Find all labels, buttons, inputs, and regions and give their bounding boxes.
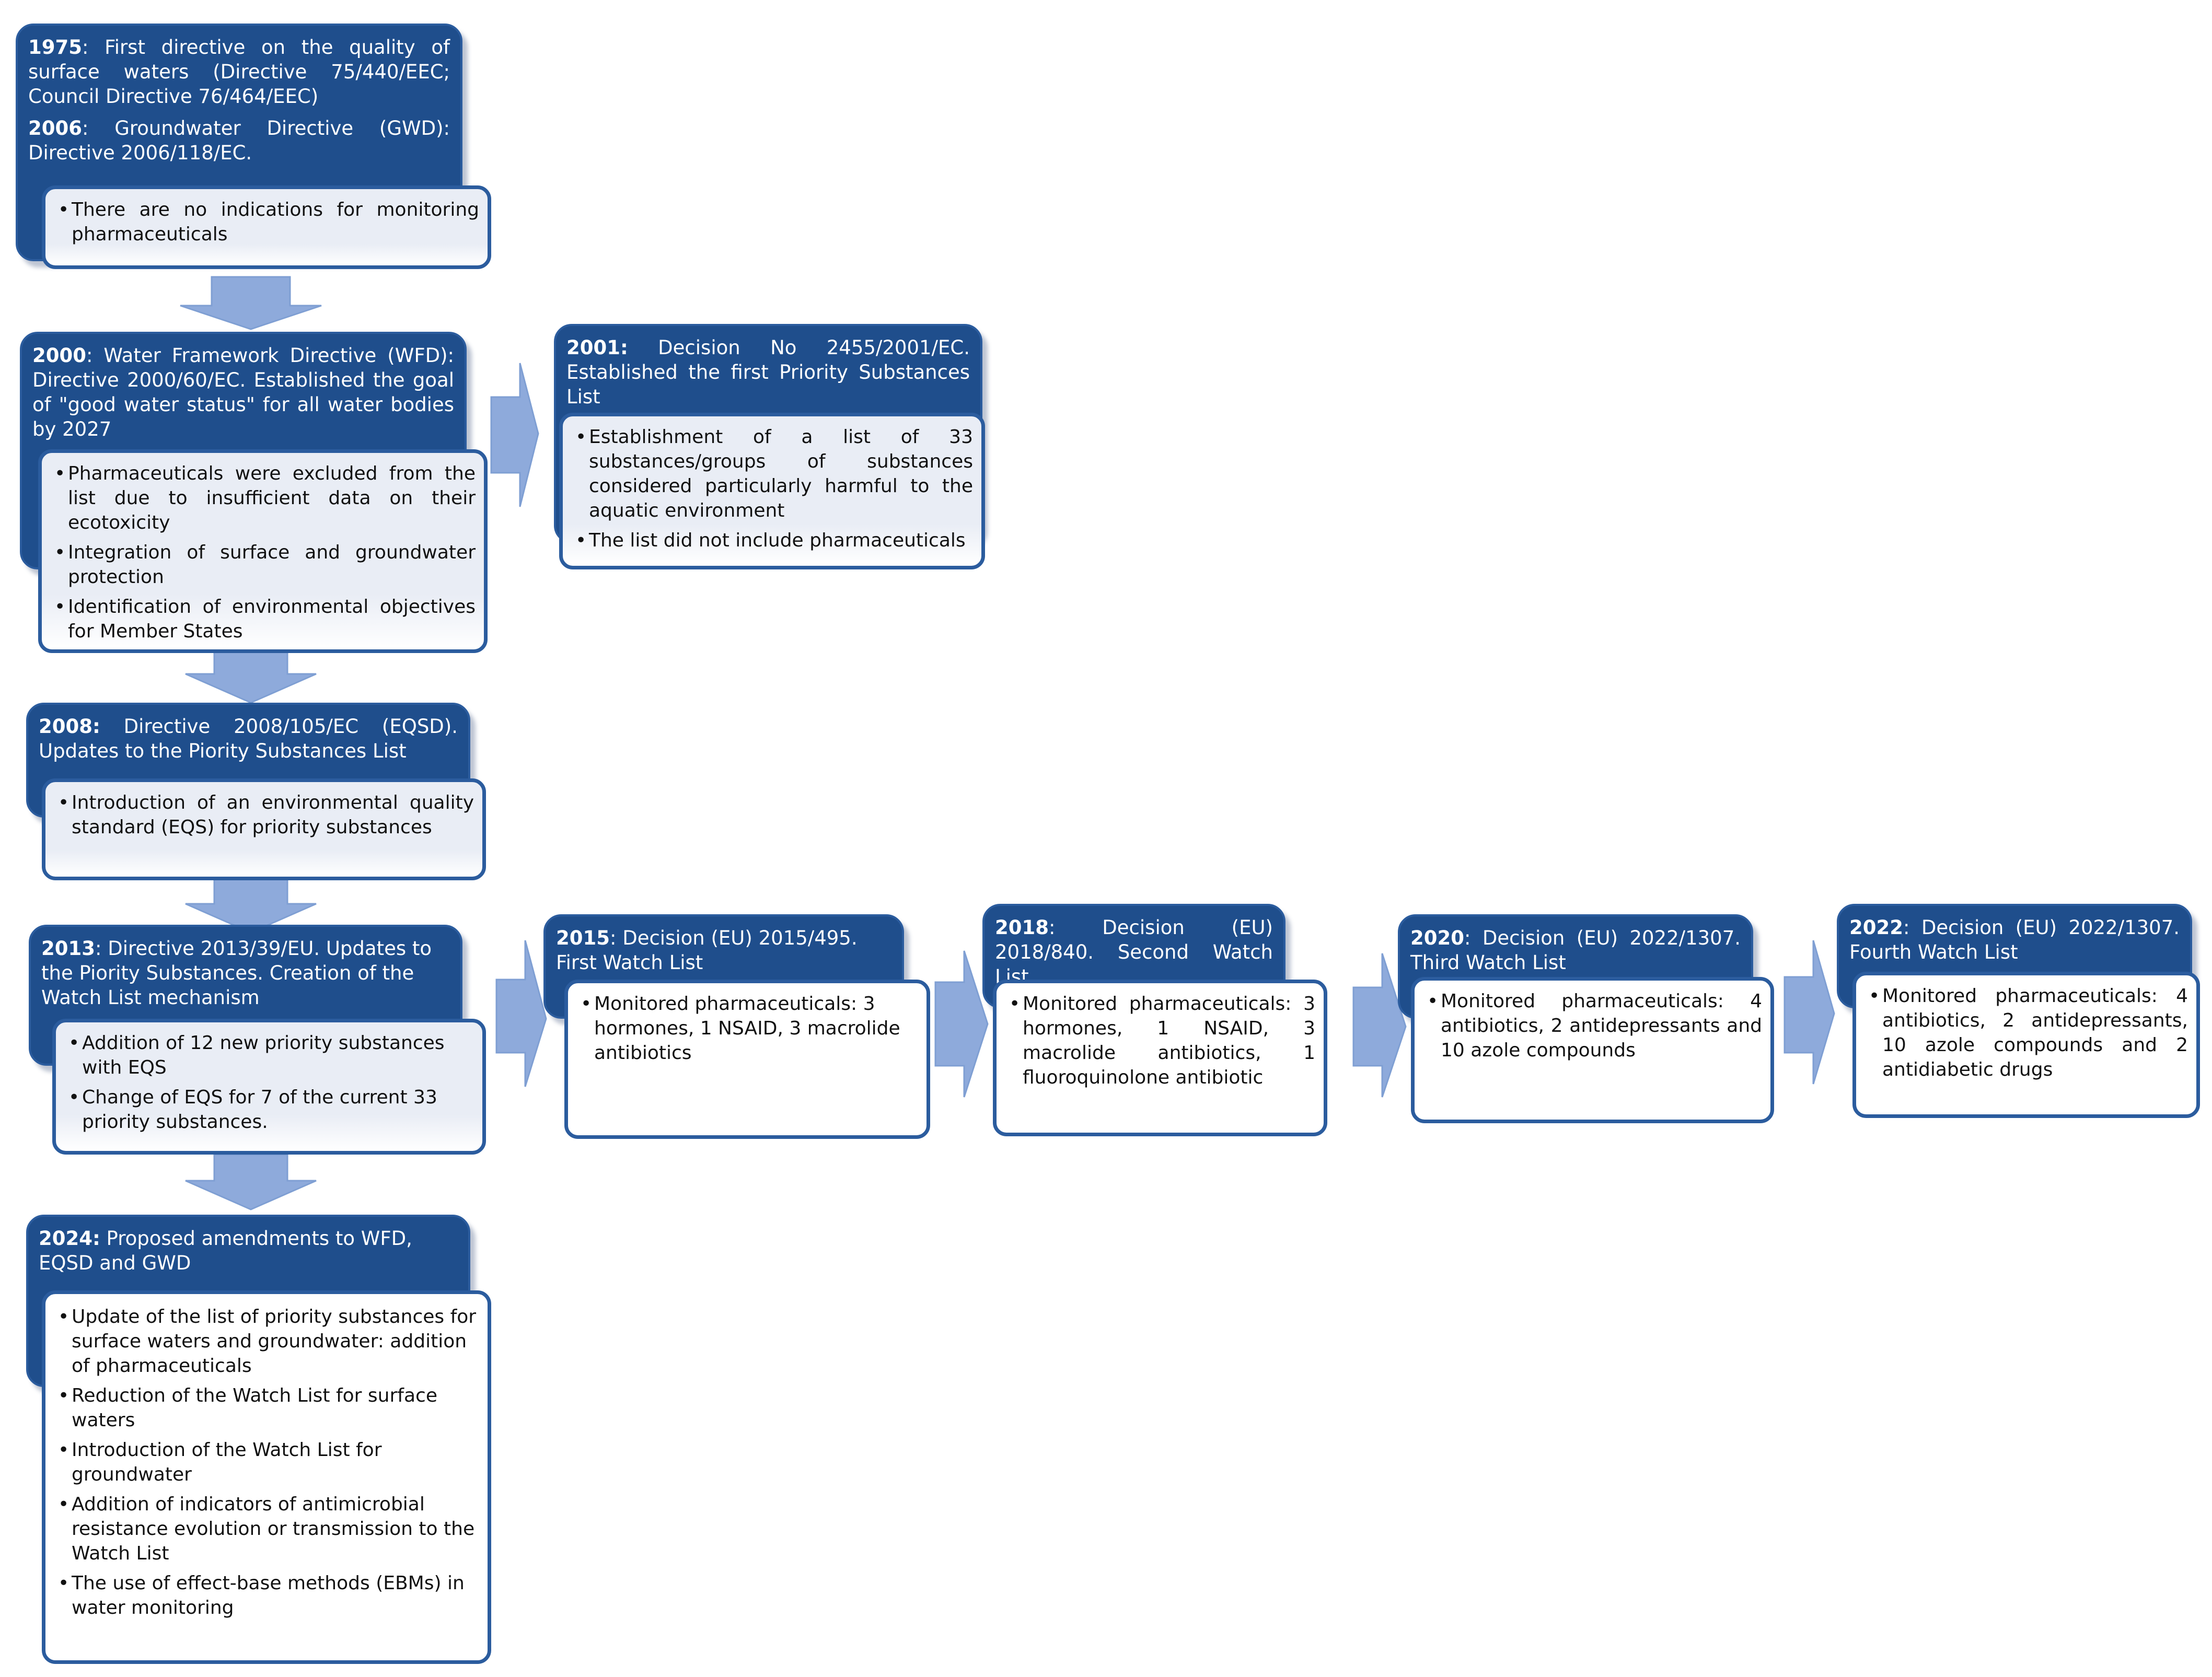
- node-2018-second-watch-list: 2018: Decision (EU) 2018/840. Second Wat…: [982, 904, 1327, 1136]
- right-arrow-5: [1784, 940, 1835, 1085]
- down-arrow-4: [185, 1154, 317, 1210]
- heading-2015: 2015: Decision (EU) 2015/495. First Watc…: [556, 927, 858, 974]
- down-arrow-2: [185, 647, 317, 704]
- right-arrow-2: [495, 940, 547, 1087]
- node-panel: Monitored pharmaceuticals: 3 hormones, 1…: [564, 980, 930, 1139]
- bullet-item: Identification of environmental objectiv…: [53, 595, 476, 644]
- right-arrow-1: [490, 363, 539, 507]
- node-panel: Monitored pharmaceuticals: 4 antibiotics…: [1852, 972, 2200, 1118]
- bullet-item: Monitored pharmaceuticals: 4 antibiotics…: [1426, 989, 1762, 1063]
- node-2022-fourth-watch-list: 2022: Decision (EU) 2022/1307. Fourth Wa…: [1837, 904, 2200, 1118]
- node-panel: Monitored pharmaceuticals: 4 antibiotics…: [1411, 977, 1774, 1123]
- bullet-item: Introduction of an environmental quality…: [57, 790, 474, 840]
- node-panel: Establishment of a list of 33 substances…: [559, 413, 985, 569]
- heading-1975: 1975: First directive on the quality of …: [28, 36, 450, 108]
- node-1975-2006: 1975: First directive on the quality of …: [16, 24, 491, 269]
- heading-2006: 2006: Groundwater Directive (GWD): Direc…: [28, 117, 450, 164]
- bullet-item: Monitored pharmaceuticals: 3 hormones, 1…: [1008, 992, 1315, 1090]
- node-2015-first-watch-list: 2015: Decision (EU) 2015/495. First Watc…: [543, 914, 930, 1139]
- bullet-item: Integration of surface and groundwater p…: [53, 540, 476, 589]
- bullet-item: Addition of 12 new priority substances w…: [67, 1031, 474, 1080]
- node-2024-amendments: 2024: Proposed amendments to WFD, EQSD a…: [26, 1215, 496, 1664]
- heading-2018: 2018: Decision (EU) 2018/840. Second Wat…: [995, 916, 1273, 988]
- node-panel: There are no indications for monitoring …: [42, 185, 491, 269]
- bullet-item: Pharmaceuticals were excluded from the l…: [53, 461, 476, 535]
- down-arrow-3: [185, 877, 317, 934]
- node-2000-wfd: 2000: Water Framework Directive (WFD): D…: [20, 332, 490, 653]
- node-panel: Monitored pharmaceuticals: 3 hormones, 1…: [993, 980, 1327, 1136]
- bullet-item: Addition of indicators of antimicrobial …: [57, 1492, 479, 1566]
- right-arrow-3: [934, 950, 989, 1098]
- bullet-item: The use of effect-base methods (EBMs) in…: [57, 1571, 479, 1620]
- down-arrow-1: [180, 276, 322, 330]
- heading-2020: 2020: Decision (EU) 2022/1307. Third Wat…: [1410, 927, 1741, 974]
- heading-2000: 2000: Water Framework Directive (WFD): D…: [32, 344, 454, 440]
- bullet-item: Change of EQS for 7 of the current 33 pr…: [67, 1085, 474, 1134]
- heading-2022: 2022: Decision (EU) 2022/1307. Fourth Wa…: [1849, 916, 2180, 963]
- bullet-item: Update of the list of priority substance…: [57, 1305, 479, 1378]
- node-panel: Introduction of an environmental quality…: [42, 778, 486, 880]
- bullet-item: Monitored pharmaceuticals: 3 hormones, 1…: [580, 992, 918, 1065]
- bullet-item: The list did not include pharmaceuticals: [574, 528, 973, 553]
- heading-2024: 2024: Proposed amendments to WFD, EQSD a…: [39, 1227, 412, 1274]
- node-2001-decision: 2001: Decision No 2455/2001/EC. Establis…: [554, 324, 985, 569]
- bullet-item: Monitored pharmaceuticals: 4 antibiotics…: [1868, 984, 2188, 1082]
- heading-2013: 2013: Directive 2013/39/EU. Updates to t…: [41, 937, 432, 1009]
- node-2008-eqsd: 2008: Directive 2008/105/EC (EQSD). Upda…: [26, 703, 486, 880]
- heading-2001: 2001: Decision No 2455/2001/EC. Establis…: [566, 336, 970, 408]
- bullet-item: There are no indications for monitoring …: [57, 197, 479, 247]
- node-panel: Addition of 12 new priority substances w…: [52, 1019, 486, 1155]
- heading-2008: 2008: Directive 2008/105/EC (EQSD). Upda…: [39, 715, 458, 762]
- bullet-item: Establishment of a list of 33 substances…: [574, 425, 973, 523]
- right-arrow-4: [1352, 953, 1407, 1098]
- node-2013-directive: 2013: Directive 2013/39/EU. Updates to t…: [29, 925, 486, 1155]
- node-panel: Pharmaceuticals were excluded from the l…: [38, 449, 488, 653]
- node-2020-third-watch-list: 2020: Decision (EU) 2022/1307. Third Wat…: [1398, 914, 1774, 1123]
- bullet-item: Introduction of the Watch List for groun…: [57, 1438, 479, 1487]
- bullet-item: Reduction of the Watch List for surface …: [57, 1383, 479, 1433]
- node-panel: Update of the list of priority substance…: [42, 1290, 491, 1664]
